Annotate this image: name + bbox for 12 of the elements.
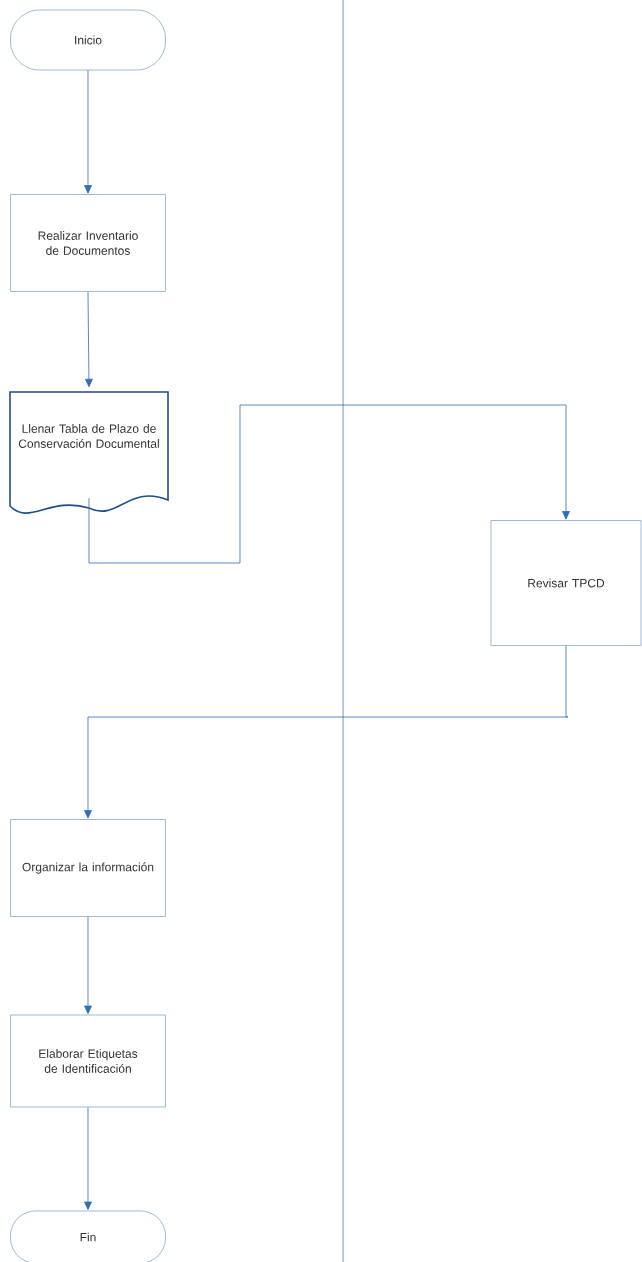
arrow — [84, 645, 569, 819]
process-box: Organizar la información — [10, 819, 166, 917]
arrow — [84, 916, 92, 1014]
start-terminator: Inicio — [10, 9, 166, 71]
arrow — [84, 70, 92, 194]
arrow — [85, 291, 93, 388]
end-terminator: Fin — [10, 1210, 166, 1262]
process-box: Revisar TPCD — [490, 520, 642, 646]
process-box: Realizar Inventario de Documentos — [10, 194, 166, 292]
arrow — [84, 1107, 92, 1210]
arrow — [88, 404, 570, 564]
process-box: Elaborar Etiquetas de Identificación — [10, 1014, 166, 1108]
